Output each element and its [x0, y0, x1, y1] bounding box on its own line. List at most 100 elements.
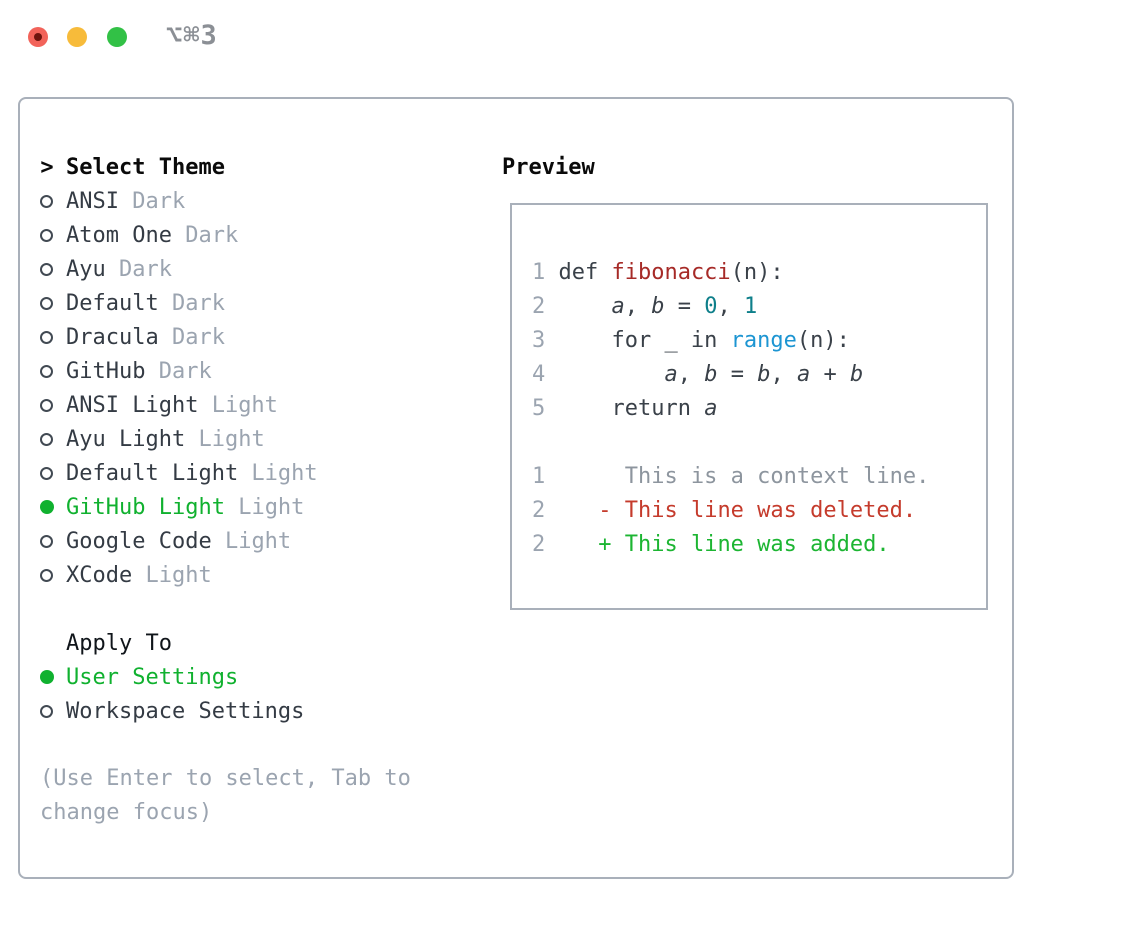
radio-unselected-icon [40, 330, 53, 344]
prompt-caret-icon: > [40, 154, 54, 180]
select-theme-heading: > Select Theme [40, 150, 490, 184]
theme-option[interactable]: Atom One Dark [40, 218, 490, 252]
theme-option[interactable]: Ayu Dark [40, 252, 490, 286]
code-token-code: , [717, 293, 744, 319]
radio-unselected-icon [40, 466, 53, 480]
radio-unselected-icon [40, 194, 53, 208]
radio-unselected-icon [40, 704, 53, 718]
keyboard-hint-line: (Use Enter to select, Tab to [40, 766, 411, 791]
code-token-deleted: - This line was deleted. [598, 497, 917, 523]
radio-unselected-icon [40, 364, 53, 378]
theme-name: Google Code [66, 528, 212, 554]
code-token-builtin: range [730, 327, 797, 353]
theme-name: Ayu Light [66, 426, 186, 452]
line-number: 2 [532, 531, 559, 557]
code-line: 2 - This line was deleted. [532, 493, 978, 527]
code-token-code: for _ in [558, 327, 731, 353]
theme-variant: Light [185, 426, 265, 452]
theme-name: Dracula [66, 324, 159, 350]
apply-to-option[interactable]: Workspace Settings [40, 694, 490, 728]
code-line: 1 def fibonacci(n): [532, 255, 978, 289]
code-token-code: def [558, 259, 612, 285]
theme-name: Default [66, 290, 159, 316]
code-line [532, 425, 978, 459]
theme-option[interactable]: Default Light Light [40, 456, 490, 490]
theme-name: Ayu [66, 256, 106, 282]
theme-variant: Light [132, 562, 212, 588]
code-token-added: + This line was added. [598, 531, 890, 557]
code-token-var: a [611, 293, 625, 319]
radio-selected-icon [40, 500, 54, 514]
radio-unselected-icon [40, 228, 53, 242]
code-token-code: , [677, 361, 705, 387]
theme-name: Default Light [66, 460, 239, 486]
select-theme-heading-label: Select Theme [66, 154, 225, 180]
theme-option[interactable]: Default Dark [40, 286, 490, 320]
theme-option[interactable]: Google Code Light [40, 524, 490, 558]
code-token-code [558, 362, 664, 387]
code-token-var: b [849, 361, 864, 387]
theme-variant: Dark [158, 324, 225, 350]
theme-name: XCode [66, 562, 133, 588]
code-line: 4 a, b = b, a + b [532, 357, 978, 391]
radio-unselected-icon [40, 296, 53, 310]
code-token-code [558, 498, 598, 523]
code-token-func: fibonacci [611, 259, 731, 285]
theme-name: GitHub Light [66, 494, 225, 520]
code-token-code [558, 294, 611, 319]
theme-option[interactable]: ANSI Light Light [40, 388, 490, 422]
theme-variant: Dark [158, 290, 225, 316]
theme-option[interactable]: GitHub Dark [40, 354, 490, 388]
code-token-code: (n): [730, 259, 784, 285]
theme-option[interactable]: ANSI Dark [40, 184, 490, 218]
code-token-code: , [770, 361, 797, 387]
code-token-code: = [664, 293, 705, 319]
zoom-button[interactable] [107, 27, 127, 47]
apply-to-heading-label: Apply To [66, 630, 172, 656]
code-token-var: a [664, 361, 678, 387]
theme-option[interactable]: Dracula Dark [40, 320, 490, 354]
title-bar: ⌥⌘3 [0, 0, 1140, 75]
line-number: 4 [532, 361, 559, 387]
theme-variant: Dark [145, 358, 212, 384]
apply-to-option[interactable]: User Settings [40, 660, 490, 694]
code-token-num: 0 [704, 293, 718, 319]
code-line: 2 + This line was added. [532, 527, 978, 561]
theme-option[interactable]: GitHub Light Light [40, 490, 490, 524]
code-token-code: + [810, 361, 850, 387]
theme-option[interactable]: Ayu Light Light [40, 422, 490, 456]
code-token-code: (n): [796, 327, 850, 353]
theme-name: ANSI [66, 188, 119, 214]
code-line: 2 a, b = 0, 1 [532, 289, 978, 323]
code-token-var: a [704, 395, 718, 421]
apply-to-heading: Apply To [40, 626, 490, 660]
window-title: ⌥⌘3 [166, 20, 218, 51]
radio-unselected-icon [40, 534, 53, 548]
code-token-num: 1 [743, 293, 758, 319]
theme-variant: Dark [171, 222, 239, 248]
theme-name: ANSI Light [66, 392, 199, 418]
theme-variant: Light [224, 494, 305, 520]
code-token-var: b [757, 361, 771, 387]
close-button[interactable] [28, 27, 48, 47]
theme-variant: Dark [118, 188, 186, 214]
theme-option[interactable]: XCode Light [40, 558, 490, 592]
theme-variant: Dark [105, 256, 172, 282]
radio-unselected-icon [40, 262, 53, 276]
apply-to-option-label: User Settings [66, 664, 239, 690]
radio-unselected-icon [40, 398, 53, 412]
radio-unselected-icon [40, 432, 53, 446]
code-token-var: b [704, 361, 718, 387]
minimize-button[interactable] [67, 27, 87, 47]
preview-heading: Preview [502, 154, 595, 180]
theme-variant: Light [238, 460, 318, 486]
code-token-code [558, 532, 598, 557]
code-line: 5 return a [532, 391, 978, 425]
apply-to-marker-spacer [40, 636, 54, 650]
code-line: 3 for _ in range(n): [532, 323, 978, 357]
